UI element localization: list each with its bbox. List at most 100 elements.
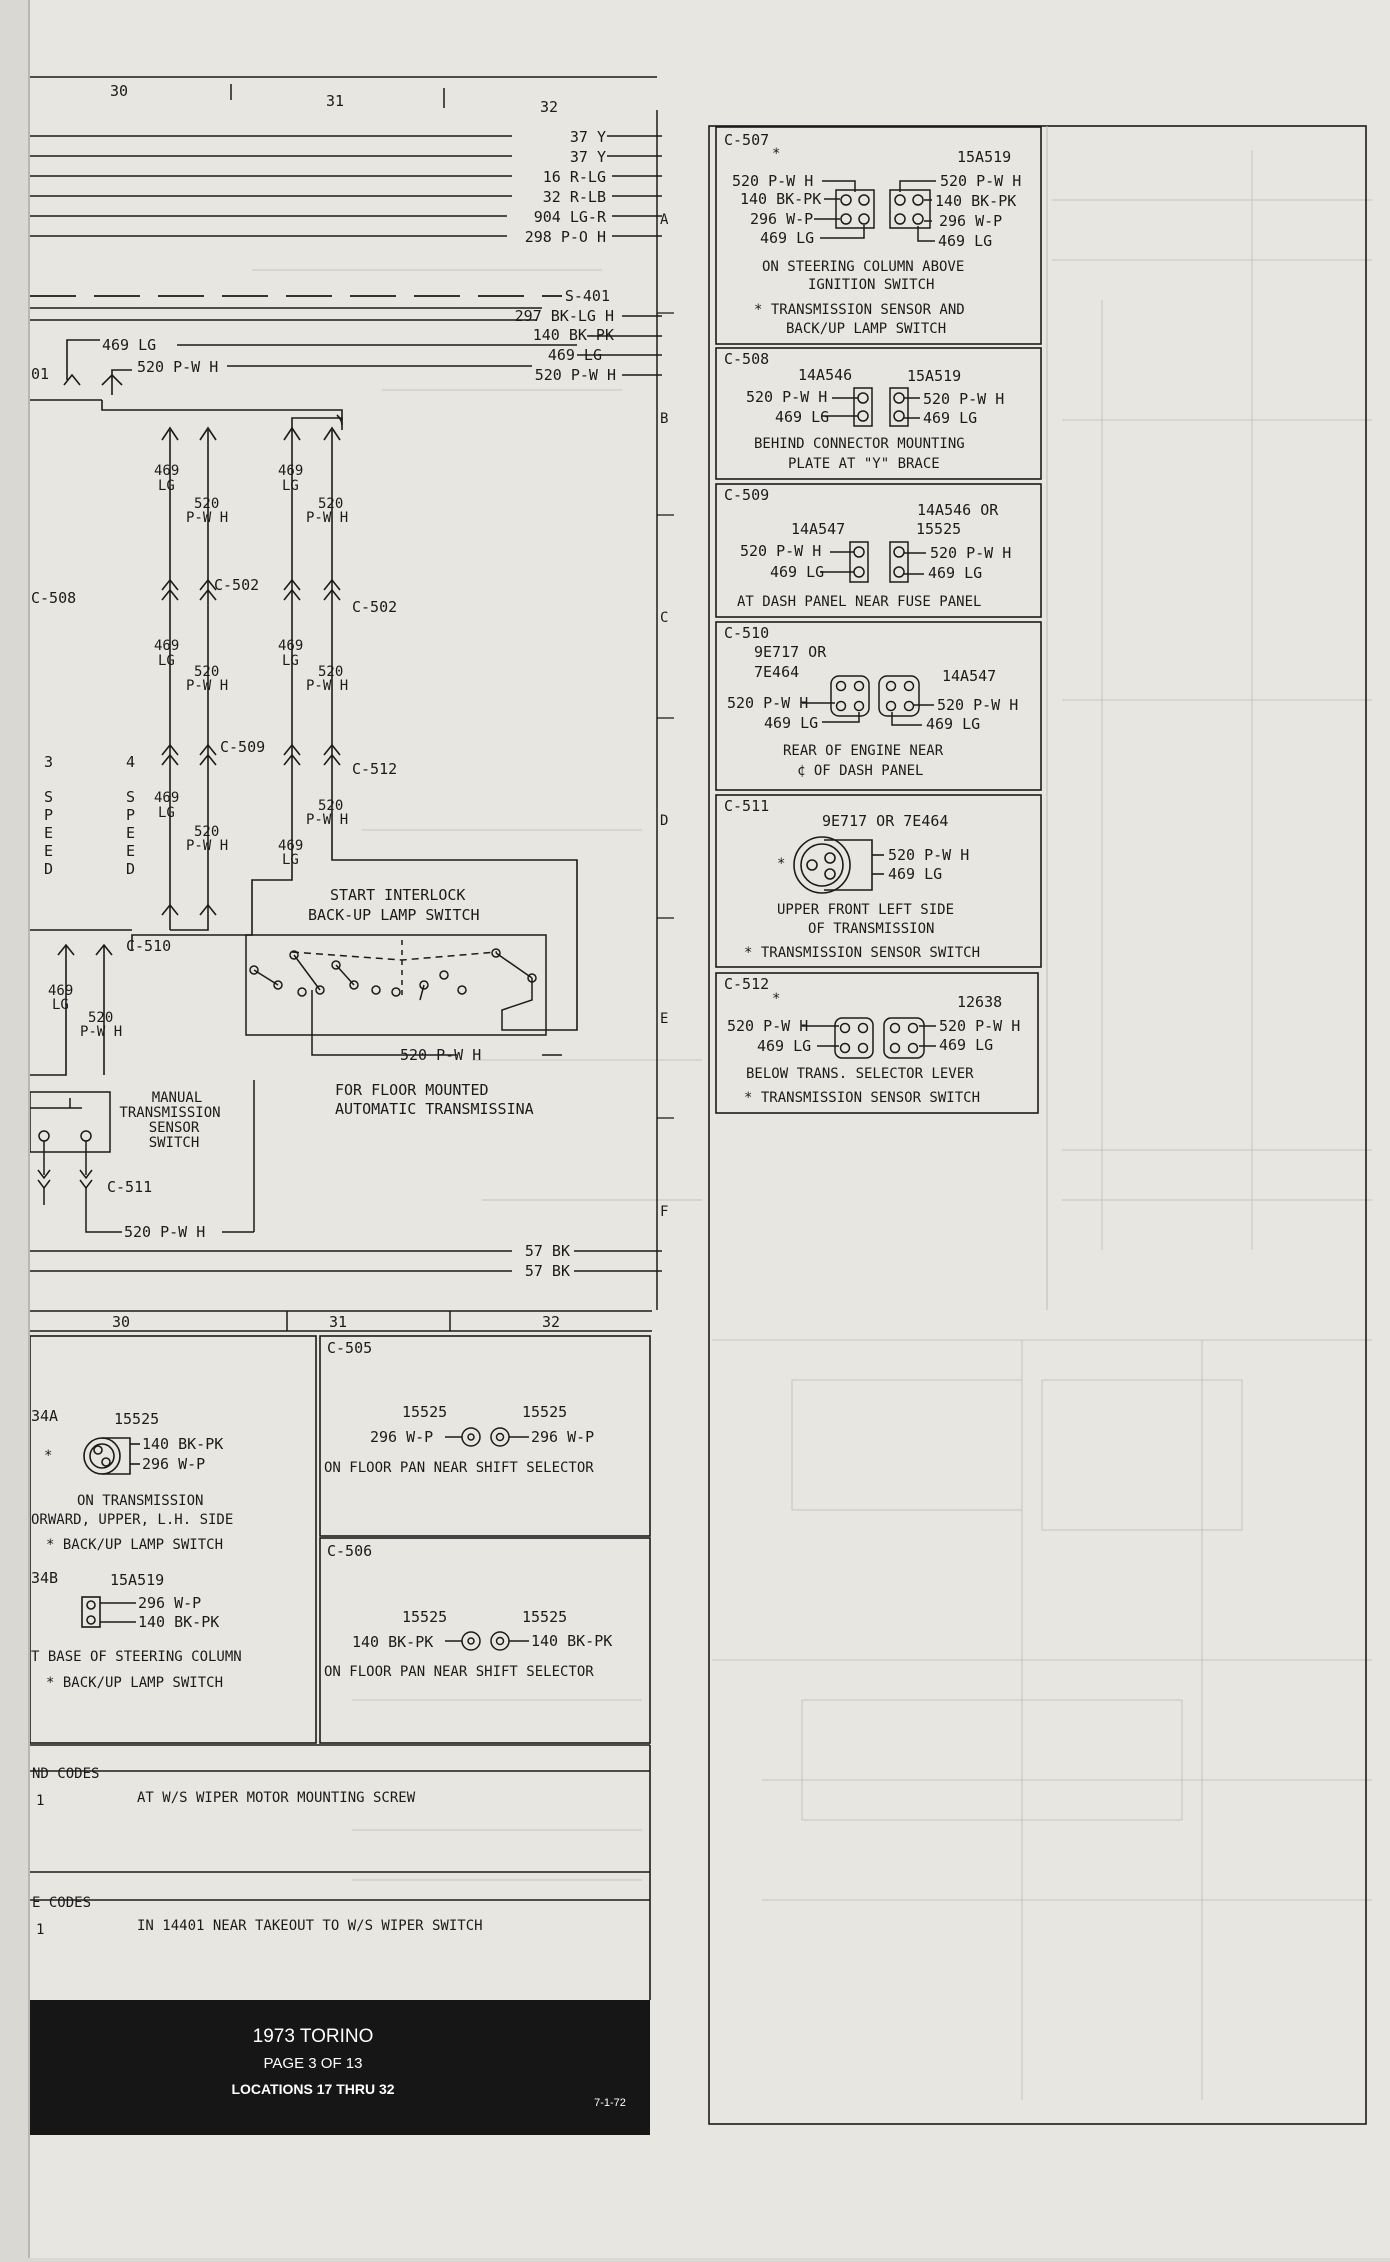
svg-text:15A519: 15A519: [110, 1571, 164, 1589]
feed-wire-label: 469 LG: [548, 346, 602, 364]
wire-57bk-label: 57 BK: [525, 1262, 570, 1280]
svg-text:15A519: 15A519: [957, 148, 1011, 166]
connector-c509: C-509 14A546 OR 14A547 15525 520 P-W H 4…: [715, 483, 1042, 618]
svg-text:E: E: [126, 824, 135, 842]
svg-text:* TRANSMISSION SENSOR AND: * TRANSMISSION SENSOR AND: [754, 302, 965, 318]
svg-text:AT DASH PANEL NEAR FUSE PANEL: AT DASH PANEL NEAR FUSE PANEL: [737, 594, 981, 610]
svg-text:469: 469: [154, 638, 179, 654]
svg-text:15525: 15525: [402, 1608, 447, 1626]
svg-text:469: 469: [278, 463, 303, 479]
svg-text:P: P: [126, 806, 135, 824]
svg-text:OF TRANSMISSION: OF TRANSMISSION: [808, 921, 934, 937]
row-label-f: F: [660, 1204, 668, 1220]
svg-text:E: E: [126, 842, 135, 860]
svg-text:*: *: [772, 991, 780, 1007]
svg-text:520 P-W H: 520 P-W H: [923, 390, 1004, 408]
bus-wire-label: 37 Y: [570, 148, 606, 166]
svg-text:ON TRANSMISSION: ON TRANSMISSION: [77, 1493, 203, 1509]
svg-text:520 P-W H: 520 P-W H: [937, 696, 1018, 714]
svg-text:BELOW TRANS. SELECTOR LEVER: BELOW TRANS. SELECTOR LEVER: [746, 1066, 974, 1082]
svg-text:AT W/S WIPER MOTOR MOUNTING SC: AT W/S WIPER MOTOR MOUNTING SCREW: [137, 1790, 416, 1806]
row-label-b: B: [660, 411, 668, 427]
feed-wire-label: 520 P-W H: [535, 366, 616, 384]
connector-c510: C-510 9E717 OR 7E464 14A547 520 P-W H 46…: [715, 621, 1042, 791]
row-label-c: C: [660, 610, 668, 626]
wire-520-label: 520 P-W H: [124, 1223, 205, 1241]
svg-text:P-W H: P-W H: [186, 510, 228, 526]
connector-id: C-507: [724, 131, 769, 149]
top-column-grid: [30, 76, 658, 1310]
ref-c502-label: C-502: [352, 598, 397, 616]
vertical-harness: [30, 417, 578, 1076]
svg-text:520: 520: [318, 664, 343, 680]
svg-text:520 P-W H: 520 P-W H: [732, 172, 813, 190]
svg-text:469 LG: 469 LG: [888, 865, 942, 883]
wiring-diagram-page: 30 31 32 37 Y 37 Y 16 R-LG 32 R-LB 904 L…: [28, 0, 1390, 2258]
svg-text:520 P-W H: 520 P-W H: [740, 542, 821, 560]
svg-text:P-W H: P-W H: [306, 510, 348, 526]
svg-text:*: *: [772, 146, 780, 162]
connector-panel-frame: [708, 125, 1367, 2125]
svg-text:7E464: 7E464: [754, 663, 799, 681]
svg-text:469 LG: 469 LG: [938, 232, 992, 250]
manual-trans-label: MANUAL: [152, 1090, 203, 1106]
svg-text:1: 1: [36, 1793, 44, 1809]
column-label-30: 30: [112, 1313, 130, 1331]
start-interlock-switch: [245, 934, 562, 1056]
feed-wire-lines: [30, 307, 662, 376]
svg-text:15525: 15525: [522, 1608, 567, 1626]
svg-text:* BACK/UP LAMP SWITCH: * BACK/UP LAMP SWITCH: [46, 1675, 223, 1691]
wire-520-label: 520 P-W H: [400, 1046, 481, 1064]
svg-text:520 P-W H: 520 P-W H: [930, 544, 1011, 562]
svg-text:9E717 OR 7E464: 9E717 OR 7E464: [822, 812, 948, 830]
svg-text:LG: LG: [158, 805, 175, 821]
svg-text:15525: 15525: [402, 1403, 447, 1421]
svg-text:LG: LG: [158, 653, 175, 669]
svg-text:P-W H: P-W H: [80, 1024, 122, 1040]
svg-text:469 LG: 469 LG: [764, 714, 818, 732]
column-label-31: 31: [326, 92, 344, 110]
date-code: 7-1-72: [594, 2097, 626, 2109]
svg-text:140 BK-PK: 140 BK-PK: [142, 1435, 223, 1453]
svg-text:4: 4: [126, 753, 135, 771]
bus-wire-label: 16 R-LG: [543, 168, 606, 186]
svg-text:520 P-W H: 520 P-W H: [888, 846, 969, 864]
column-label-32: 32: [542, 1313, 560, 1331]
svg-text:140 BK-PK: 140 BK-PK: [138, 1613, 219, 1631]
connector-id: C-506: [327, 1542, 372, 1560]
svg-text:* BACK/UP LAMP SWITCH: * BACK/UP LAMP SWITCH: [46, 1537, 223, 1553]
svg-text:520 P-W H: 520 P-W H: [746, 388, 827, 406]
connector-c507: C-507 * 15A519 520 P-W H 140 BK-PK 296 W…: [715, 126, 1042, 345]
svg-text:BACK/UP LAMP SWITCH: BACK/UP LAMP SWITCH: [786, 321, 946, 337]
svg-text:469 LG: 469 LG: [939, 1036, 993, 1054]
svg-text:296 W-P: 296 W-P: [531, 1428, 594, 1446]
svg-text:520: 520: [194, 496, 219, 512]
svg-text:UPPER FRONT LEFT SIDE: UPPER FRONT LEFT SIDE: [777, 902, 954, 918]
connector-c505: C-505 15525 15525 296 W-P 296 W-P ON FLO…: [324, 1339, 594, 1476]
splice-codes: E CODES 1 IN 14401 NEAR TAKEOUT TO W/S W…: [32, 1895, 483, 1938]
wiring-diagram: 30 31 32 37 Y 37 Y 16 R-LG 32 R-LB 904 L…: [29, 76, 1372, 2135]
svg-text:* TRANSMISSION SENSOR SWITCH: * TRANSMISSION SENSOR SWITCH: [744, 945, 980, 961]
svg-text:140 BK-PK: 140 BK-PK: [740, 190, 821, 208]
connector-id: C-512: [724, 975, 769, 993]
feed-wire-label: 140 BK-PK: [533, 326, 614, 344]
stub-left-label: 01: [31, 365, 49, 383]
svg-text:P: P: [44, 806, 53, 824]
svg-text:469 LG: 469 LG: [757, 1037, 811, 1055]
svg-text:3: 3: [44, 753, 53, 771]
svg-text:15525: 15525: [916, 520, 961, 538]
svg-text:REAR OF ENGINE NEAR: REAR OF ENGINE NEAR: [783, 743, 944, 759]
svg-text:D: D: [126, 860, 135, 878]
svg-text:IN 14401 NEAR TAKEOUT TO W/S W: IN 14401 NEAR TAKEOUT TO W/S WIPER SWITC…: [137, 1918, 483, 1934]
svg-text:34A: 34A: [31, 1407, 58, 1425]
floor-mounted-label-1: FOR FLOOR MOUNTED: [335, 1081, 489, 1099]
three-speed-label: 3 S P E E D: [44, 753, 53, 878]
show-through-background: [252, 150, 1372, 2100]
svg-text:469 LG: 469 LG: [923, 409, 977, 427]
svg-text:LG: LG: [158, 478, 175, 494]
manual-trans-label: SENSOR: [149, 1120, 200, 1136]
svg-text:469 LG: 469 LG: [926, 715, 980, 733]
connector-c511: C-511 9E717 OR 7E464 * 520 P-W H 469 LG …: [715, 794, 1042, 968]
page-title: 1973 TORINO: [253, 2026, 374, 2047]
connector-c512: C-512 * 12638 520 P-W H 469 LG 520 P-W H…: [715, 972, 1039, 1114]
